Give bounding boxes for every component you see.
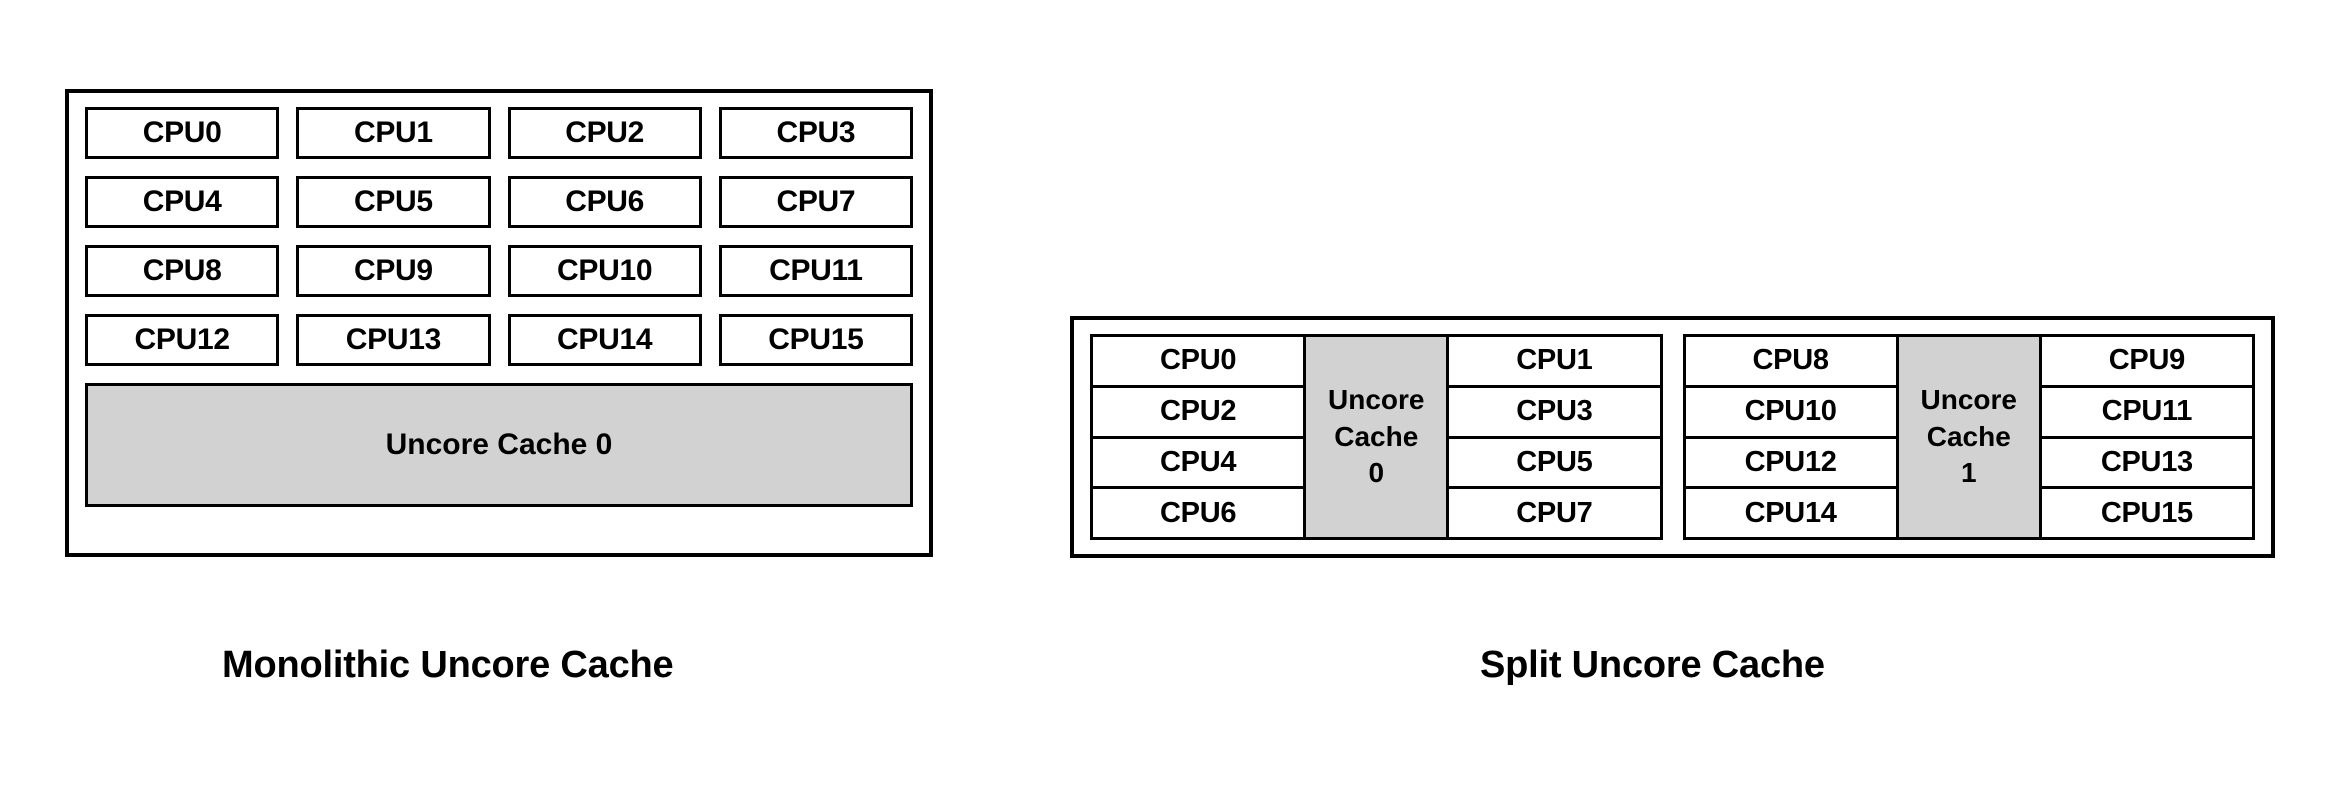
cpu-box: CPU13 xyxy=(296,314,491,366)
cpu-box: CPU2 xyxy=(507,107,702,159)
cpu-box: CPU4 xyxy=(1090,435,1304,487)
uncore-cache-label-line2: Cache xyxy=(1926,420,2011,452)
cpu-box: CPU7 xyxy=(1449,486,1663,540)
cpu-box: CPU15 xyxy=(2041,486,2255,540)
cpu-box: CPU1 xyxy=(296,107,491,159)
cpu-box: CPU8 xyxy=(85,245,280,297)
split-group-1-left-column: CPU8 CPU10 CPU12 CPU14 xyxy=(1682,334,1896,540)
split-group-1-right-column: CPU9 CPU11 CPU13 CPU15 xyxy=(2041,334,2255,540)
cpu-box: CPU10 xyxy=(507,245,702,297)
split-group-1: CPU8 CPU10 CPU12 CPU14 Uncore Cache 1 CP… xyxy=(1682,334,2255,540)
uncore-cache-label-line3: 1 xyxy=(1960,457,1977,489)
cpu-box: CPU5 xyxy=(296,176,491,228)
split-group-0-right-column: CPU1 CPU3 CPU5 CPU7 xyxy=(1449,334,1663,540)
uncore-cache-label-line3: 0 xyxy=(1368,457,1385,489)
cpu-box: CPU1 xyxy=(1449,334,1663,385)
cpu-box: CPU8 xyxy=(1682,334,1896,385)
cpu-box: CPU6 xyxy=(1090,486,1304,540)
cpu-box: CPU7 xyxy=(718,176,913,228)
cpu-box: CPU11 xyxy=(2041,384,2255,436)
cpu-box: CPU3 xyxy=(718,107,913,159)
cpu-box: CPU15 xyxy=(718,314,913,366)
cpu-box: CPU6 xyxy=(507,176,702,228)
cpu-box: CPU12 xyxy=(1682,435,1896,487)
cpu-box: CPU4 xyxy=(85,176,280,228)
split-uncore-cache-diagram: CPU0 CPU2 CPU4 CPU6 Uncore Cache 0 CPU1 … xyxy=(1070,316,2275,558)
cpu-box: CPU13 xyxy=(2041,435,2255,487)
monolithic-cpu-grid: CPU0 CPU1 CPU2 CPU3 CPU4 CPU5 CPU6 CPU7 … xyxy=(85,107,913,366)
cpu-box: CPU10 xyxy=(1682,384,1896,436)
monolithic-uncore-cache-diagram: CPU0 CPU1 CPU2 CPU3 CPU4 CPU5 CPU6 CPU7 … xyxy=(65,89,933,557)
uncore-cache-box: Uncore Cache 0 xyxy=(85,383,913,507)
cpu-box: CPU14 xyxy=(507,314,702,366)
split-group-0-left-column: CPU0 CPU2 CPU4 CPU6 xyxy=(1090,334,1304,540)
cpu-box: CPU0 xyxy=(1090,334,1304,385)
monolithic-caption: Monolithic Uncore Cache xyxy=(222,644,674,686)
cpu-box: CPU11 xyxy=(718,245,913,297)
split-group-0: CPU0 CPU2 CPU4 CPU6 Uncore Cache 0 CPU1 … xyxy=(1090,334,1663,540)
cpu-box: CPU0 xyxy=(85,107,280,159)
uncore-cache-box: Uncore Cache 0 xyxy=(1303,334,1450,540)
uncore-cache-label-line1: Uncore xyxy=(1920,383,2017,415)
cpu-box: CPU12 xyxy=(85,314,280,366)
uncore-cache-box: Uncore Cache 1 xyxy=(1895,334,2042,540)
uncore-cache-label-line1: Uncore xyxy=(1328,383,1425,415)
cpu-box: CPU2 xyxy=(1090,384,1304,436)
cpu-box: CPU5 xyxy=(1449,435,1663,487)
cpu-box: CPU9 xyxy=(2041,334,2255,385)
split-caption: Split Uncore Cache xyxy=(1480,644,1825,686)
uncore-cache-label-line2: Cache xyxy=(1334,420,1419,452)
cpu-box: CPU9 xyxy=(296,245,491,297)
cpu-box: CPU3 xyxy=(1449,384,1663,436)
cpu-box: CPU14 xyxy=(1682,486,1896,540)
